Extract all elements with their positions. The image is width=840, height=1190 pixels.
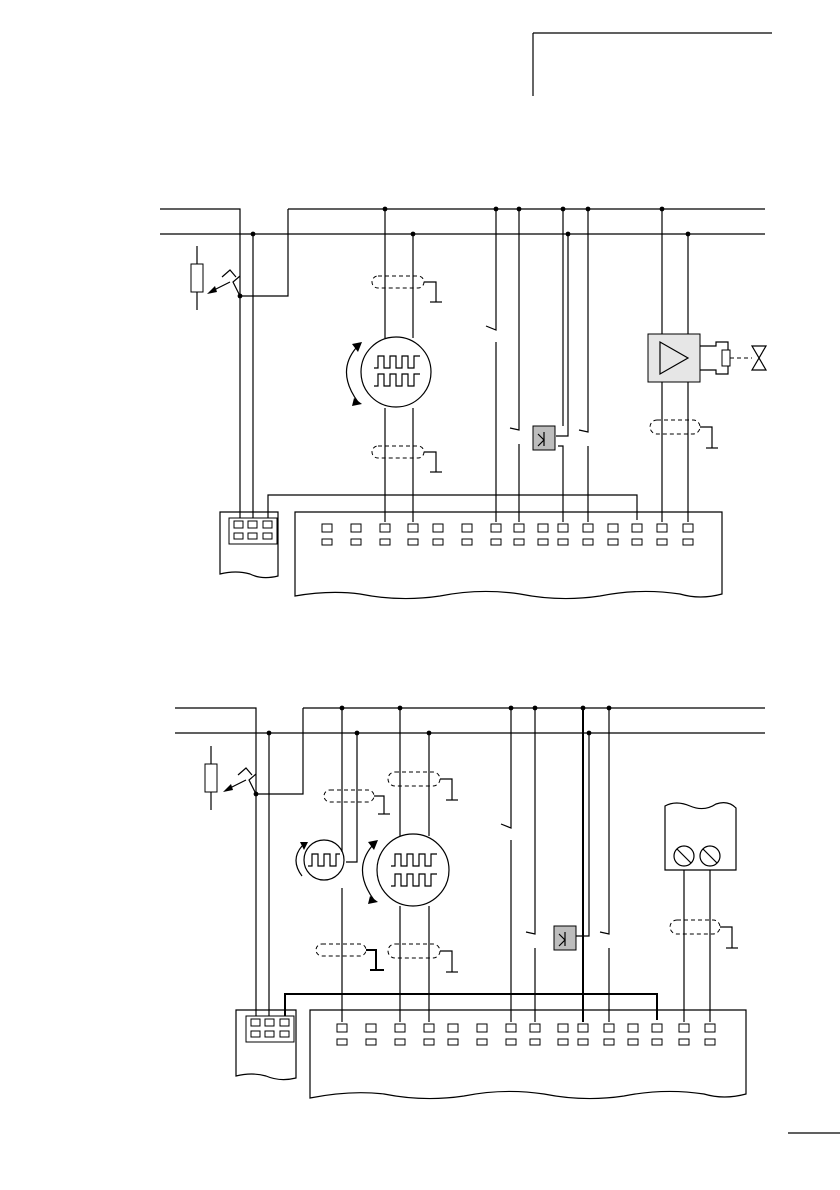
terminal — [322, 524, 332, 532]
terminal-lower — [608, 539, 618, 545]
terminal-lower — [578, 1039, 588, 1045]
emergency-stop-icon — [223, 768, 256, 794]
terminal — [604, 1024, 614, 1032]
terminal-lower — [322, 539, 332, 545]
encoder-motor — [362, 708, 458, 1022]
supply-rails — [175, 708, 765, 794]
terminal-lower — [380, 539, 390, 545]
terminal — [652, 1024, 662, 1032]
terminal-lower — [558, 1039, 568, 1045]
terminal-lower — [679, 1039, 689, 1045]
terminal — [679, 1024, 689, 1032]
contacts — [486, 209, 588, 522]
supply-rails — [160, 209, 765, 296]
terminal-lower — [657, 539, 667, 545]
encoder-motor — [346, 209, 442, 522]
terminal-lower — [683, 539, 693, 545]
terminal — [337, 1024, 347, 1032]
terminal-lower — [628, 1039, 638, 1045]
terminal — [506, 1024, 516, 1032]
terminal-lower — [632, 539, 642, 545]
terminal-lower — [604, 1039, 614, 1045]
terminal — [632, 524, 642, 532]
terminal-lower — [538, 539, 548, 545]
terminal-lower — [337, 1039, 347, 1045]
terminal-block — [310, 1010, 746, 1099]
terminal-lower — [433, 539, 443, 545]
junction-dots — [254, 706, 612, 797]
fuse-icon — [191, 246, 203, 310]
terminal — [424, 1024, 434, 1032]
terminal-lower — [652, 1039, 662, 1045]
terminal — [558, 1024, 568, 1032]
terminal — [433, 524, 443, 532]
terminal-lower — [506, 1039, 516, 1045]
terminal-lower — [366, 1039, 376, 1045]
plug-connector — [236, 1010, 296, 1080]
terminal — [448, 1024, 458, 1032]
terminal-lower — [424, 1039, 434, 1045]
small-encoder — [296, 708, 390, 1022]
terminal-lower — [395, 1039, 405, 1045]
terminal-lower — [530, 1039, 540, 1045]
sensor-icon — [533, 209, 568, 522]
terminal — [538, 524, 548, 532]
terminal-lower — [558, 539, 568, 545]
contacts — [501, 708, 609, 1022]
terminal — [628, 1024, 638, 1032]
amplifier-icon — [648, 209, 730, 522]
terminal-lower — [514, 539, 524, 545]
terminal — [408, 524, 418, 532]
terminal — [530, 1024, 540, 1032]
sensor-icon — [554, 708, 589, 1022]
terminal — [366, 1024, 376, 1032]
terminal — [608, 524, 618, 532]
terminal-lower — [448, 1039, 458, 1045]
encoder-icon — [361, 337, 431, 407]
terminal — [578, 1024, 588, 1032]
lower-wiring-diagram — [175, 706, 765, 1099]
terminal — [514, 524, 524, 532]
terminal-lower — [705, 1039, 715, 1045]
terminal — [491, 524, 501, 532]
fuse-icon — [205, 746, 217, 810]
junction-dots — [238, 207, 691, 299]
terminal — [583, 524, 593, 532]
terminal-lower — [583, 539, 593, 545]
terminal — [683, 524, 693, 532]
upper-wiring-diagram — [160, 207, 766, 599]
terminal — [462, 524, 472, 532]
terminal-lower — [462, 539, 472, 545]
terminal — [351, 524, 361, 532]
terminal-lower — [477, 1039, 487, 1045]
terminal — [657, 524, 667, 532]
terminal-lower — [351, 539, 361, 545]
terminal-block — [295, 512, 722, 599]
terminal — [395, 1024, 405, 1032]
page-header-frame — [533, 33, 772, 96]
terminal-lower — [408, 539, 418, 545]
terminal — [477, 1024, 487, 1032]
plug-connector — [220, 512, 278, 578]
emergency-stop-icon — [207, 270, 240, 296]
terminal — [705, 1024, 715, 1032]
screw-terminal-icon — [665, 803, 738, 1022]
terminal — [380, 524, 390, 532]
terminal-lower — [491, 539, 501, 545]
valve-icon — [730, 346, 766, 370]
terminal — [558, 524, 568, 532]
